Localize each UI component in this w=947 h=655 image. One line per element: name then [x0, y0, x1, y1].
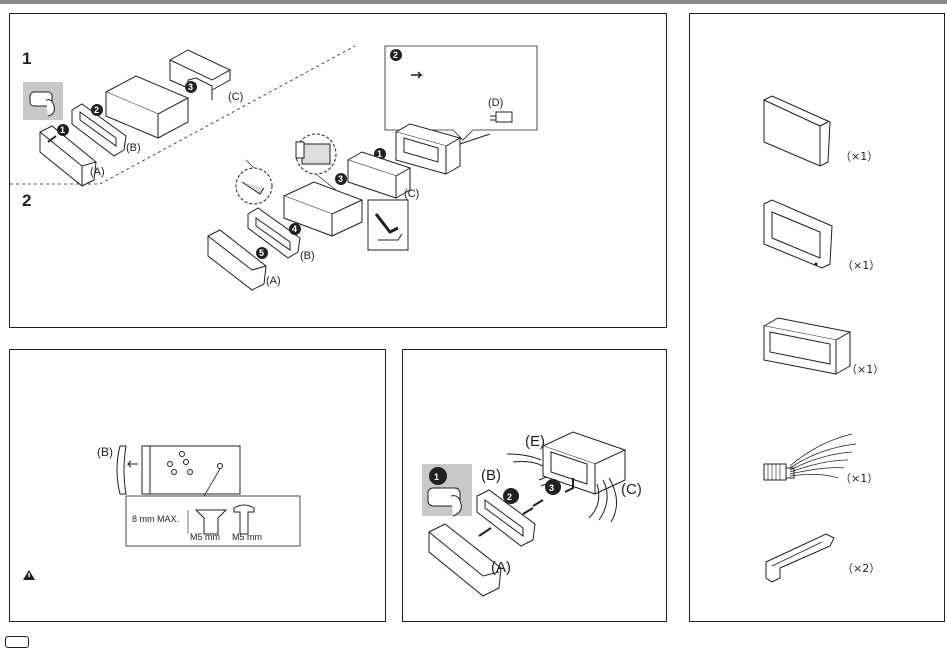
- arrow-icon: [126, 460, 138, 468]
- svg-text:3: 3: [549, 483, 554, 493]
- top-rule: [0, 0, 947, 4]
- trim-plate-b-removal: [476, 489, 536, 547]
- screw-right-label: M5 mm: [232, 532, 262, 542]
- arrow: [532, 499, 544, 507]
- mounting-panel: (B) 8 mm MAX. M5 mm M5 mm: [9, 349, 386, 622]
- warning-icon: [23, 570, 35, 580]
- svg-text:1: 1: [377, 149, 382, 159]
- removal-diagram: 1 (A) (B) 2 (E) (C) 3: [422, 431, 642, 597]
- mounting-sleeve-qty: （×1）: [846, 363, 884, 376]
- label-a-step1: (A): [90, 166, 105, 178]
- trim-plate-part-icon: [763, 199, 833, 269]
- wiring-harness-qty: （×1）: [840, 472, 878, 485]
- bend-tabs-detail: [367, 199, 409, 251]
- trim-plate-qty: （×1）: [842, 259, 880, 272]
- arrow: [522, 507, 534, 515]
- svg-text:1: 1: [434, 472, 439, 482]
- svg-text:2: 2: [507, 492, 512, 502]
- faceplate-qty: （×1）: [840, 150, 878, 163]
- svg-text:2: 2: [94, 105, 99, 115]
- label-b-step1: (B): [126, 142, 141, 154]
- label-b-mount: (B): [97, 445, 113, 459]
- installation-panel: 1 2 (A) 1 (B) 2: [9, 13, 667, 328]
- flat-screw-icon: [194, 509, 228, 535]
- step-1-number: 1: [22, 49, 31, 68]
- badge-1-removal: 1: [429, 467, 447, 485]
- unit-step2: [282, 181, 364, 237]
- arrow: [564, 478, 574, 493]
- screw-left-label: M5 mm: [190, 532, 220, 542]
- max-depth-label: 8 mm MAX.: [132, 514, 179, 524]
- parts-panel: （×1） （×1） （×1） （×1）: [689, 13, 945, 622]
- label-b-removal: (B): [481, 467, 501, 484]
- wires-removal: [588, 477, 617, 523]
- label-b-step2: (B): [300, 250, 315, 262]
- trim-plate-side: [116, 445, 127, 495]
- svg-text:2: 2: [393, 50, 398, 60]
- sleeve-c-step1: [168, 49, 232, 100]
- label-a-step2: (A): [266, 275, 281, 287]
- svg-text:3: 3: [338, 174, 343, 184]
- wiring-harness-part-icon: [763, 433, 857, 481]
- trim-plate-b-step1: [71, 103, 127, 157]
- label-a-removal: (A): [491, 559, 511, 576]
- arrow: [47, 135, 57, 143]
- label-c-removal: (C): [621, 481, 642, 498]
- faceplate-part-icon: [763, 95, 831, 167]
- badge-5-step2: 5: [256, 247, 268, 259]
- badge-3-removal: 3: [545, 479, 561, 495]
- screw-holes: [167, 451, 223, 475]
- unit-step1: [104, 75, 190, 139]
- mounting-diagram: (B) 8 mm MAX. M5 mm M5 mm: [23, 445, 301, 580]
- faceplate-a-removal: [428, 523, 502, 597]
- page-number-box: [5, 636, 29, 648]
- step-2-number: 2: [22, 191, 31, 210]
- removal-panel: 1 (A) (B) 2 (E) (C) 3: [402, 349, 667, 622]
- faceplate-a-step1: [39, 125, 97, 187]
- sleeve-c-removal: [541, 431, 627, 495]
- trim-plate-b-step2: [247, 207, 301, 259]
- arrow-icon: [411, 71, 423, 79]
- pan-screw-icon: [233, 504, 255, 535]
- installation-diagram: 1 2 (A) 1 (B) 2: [10, 45, 538, 291]
- badge-3-step1: 3: [185, 81, 197, 93]
- svg-text:5: 5: [259, 248, 264, 258]
- badge-4-step2: 4: [289, 223, 301, 235]
- badge-2-step1: 2: [91, 104, 103, 116]
- extraction-key-part-icon: [765, 533, 835, 583]
- svg-text:3: 3: [188, 82, 193, 92]
- arrow: [478, 527, 492, 537]
- connector-d: [495, 111, 513, 123]
- label-d: (D): [488, 97, 503, 109]
- badge-1-step1: 1: [57, 124, 69, 136]
- svg-text:4: 4: [292, 224, 297, 234]
- label-c-step1: (C): [228, 91, 243, 103]
- label-e: (E): [525, 433, 545, 450]
- badge-3-step2: 3: [335, 173, 347, 185]
- badge-2-removal: 2: [503, 488, 519, 504]
- mounting-sleeve-part-icon: [762, 317, 852, 375]
- parts-list: （×1） （×1） （×1） （×1）: [762, 95, 884, 583]
- faceplate-a-step2: [207, 229, 267, 291]
- extraction-key-qty: （×2）: [842, 562, 880, 575]
- badge-2-callout: 2: [390, 49, 402, 61]
- sleeve-c-step2: [346, 151, 412, 199]
- dashboard-opening: [394, 123, 491, 175]
- svg-text:1: 1: [60, 125, 65, 135]
- label-c-step2: (C): [404, 188, 419, 200]
